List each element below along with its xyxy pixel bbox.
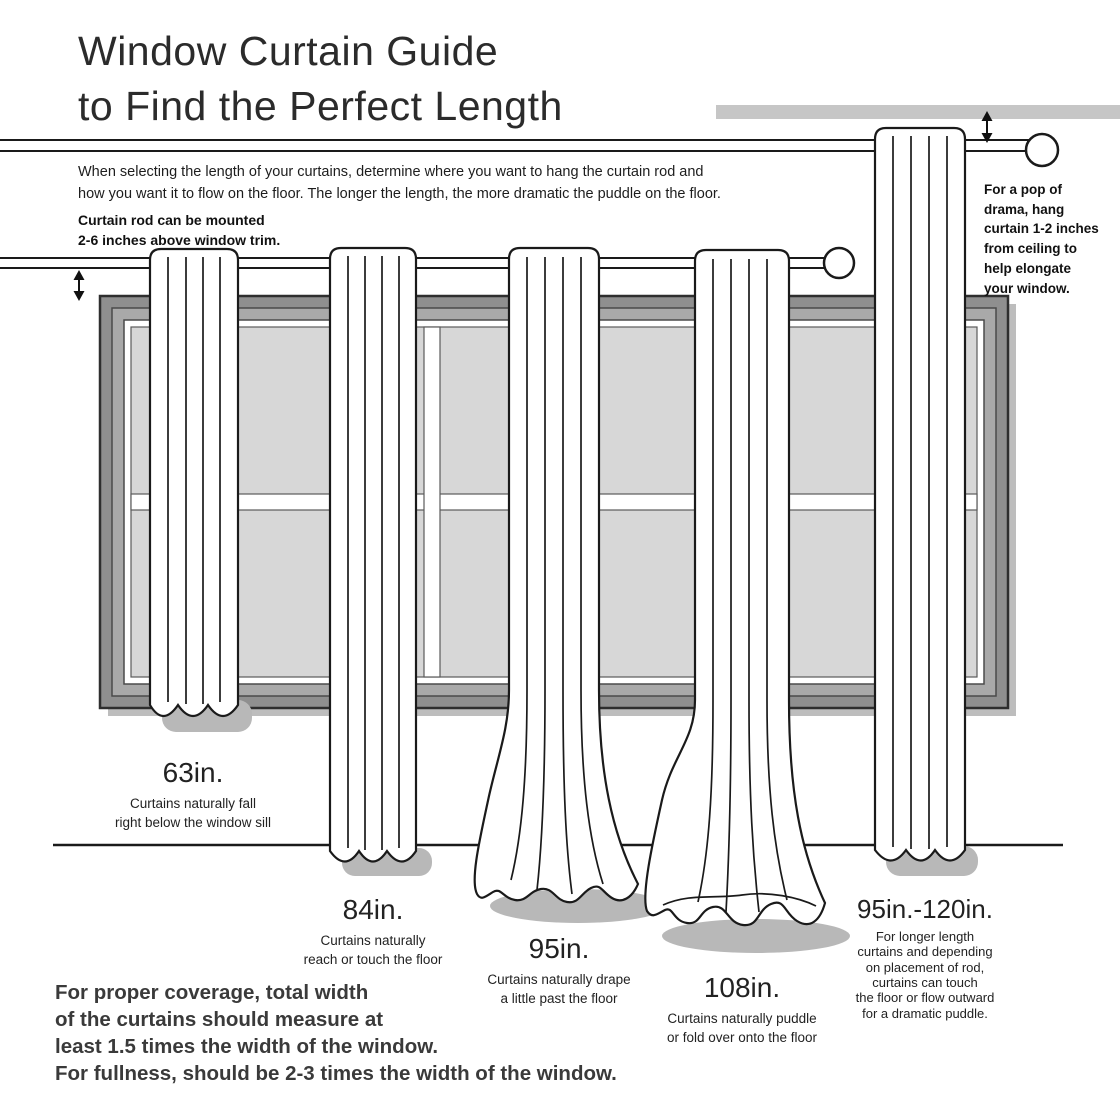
curtain-63-desc: Curtains naturally fall right below the … <box>114 796 272 830</box>
coverage-note: For proper coverage, total width of the … <box>55 980 617 1087</box>
curtain-120-length: 95in.-120in. <box>857 894 993 924</box>
ceiling-note-line: help elongate <box>984 260 1072 276</box>
curtain-108-desc: Curtains naturally puddle or fold over o… <box>666 1011 818 1045</box>
page-title-line2: to Find the Perfect Length <box>78 82 563 129</box>
rod-mount-note-line1: Curtain rod can be mounted <box>78 212 265 228</box>
ceiling-drama-note: For a pop of drama, hang curtain 1-2 inc… <box>984 180 1116 298</box>
curtain-63-label: 63in. Curtains naturally fall right belo… <box>78 757 308 832</box>
ceiling-note-line: from ceiling to <box>984 241 1078 257</box>
coverage-note-line: least 1.5 times the width of the window. <box>55 1034 439 1058</box>
curtain-120-label: 95in.-120in. For longer length curtains … <box>815 894 1035 1021</box>
curtain-84-length: 84in. <box>342 894 404 925</box>
curtain-108-length: 108in. <box>703 972 781 1003</box>
curtain-84-desc: Curtains naturally reach or touch the fl… <box>303 933 443 967</box>
ceiling-rod-shadow <box>716 105 1120 119</box>
curtain-108-shadow <box>662 919 850 953</box>
curtain-120-desc: For longer length curtains and depending… <box>855 929 995 1021</box>
ceiling-rod-finial <box>1024 132 1060 168</box>
coverage-note-line: For fullness, should be 2-3 times the wi… <box>55 1061 617 1085</box>
intro-line2: how you want it to flow on the floor. Th… <box>78 185 721 202</box>
curtain-63-length: 63in. <box>162 757 224 788</box>
curtain-95-label: 95in. Curtains naturally drape a little … <box>444 933 674 1008</box>
rod-mount-note-line2: 2-6 inches above window trim. <box>78 231 281 248</box>
ceiling-note-line: your window. <box>984 280 1070 296</box>
window-rod-finial <box>822 246 856 280</box>
curtain-95-length: 95in. <box>528 933 590 964</box>
curtain-84 <box>328 246 418 863</box>
ceiling-note-line: drama, hang <box>984 201 1065 217</box>
curtain-95 <box>473 246 640 904</box>
ceiling-curtain-rod <box>0 132 1060 168</box>
page-title: Window Curtain Guide to Find the Perfect… <box>78 24 563 134</box>
intro-text: When selecting the length of your curtai… <box>78 162 721 206</box>
coverage-note-line: of the curtains should measure at <box>55 1007 384 1031</box>
ceiling-gap-arrow-icon <box>981 111 993 143</box>
page-title-line1: Window Curtain Guide <box>78 28 499 74</box>
trim-gap-arrow-icon <box>73 270 85 301</box>
ceiling-note-line: For a pop of <box>984 182 1062 197</box>
curtain-84-label: 84in. Curtains naturally reach or touch … <box>258 894 488 969</box>
ceiling-note-line: curtain 1-2 inches <box>984 221 1099 237</box>
window-mullion-vertical-left <box>423 326 441 678</box>
curtain-63 <box>148 247 240 718</box>
coverage-note-line: For proper coverage, total width <box>55 981 369 1004</box>
curtain-120 <box>873 126 967 862</box>
rod-mount-note: Curtain rod can be mounted 2-6 inches ab… <box>78 211 280 250</box>
curtain-95-desc: Curtains naturally drape a little past t… <box>487 972 631 1006</box>
curtain-108 <box>644 248 827 927</box>
curtain-108-label: 108in. Curtains naturally puddle or fold… <box>627 972 857 1047</box>
intro-line1: When selecting the length of your curtai… <box>78 164 704 180</box>
